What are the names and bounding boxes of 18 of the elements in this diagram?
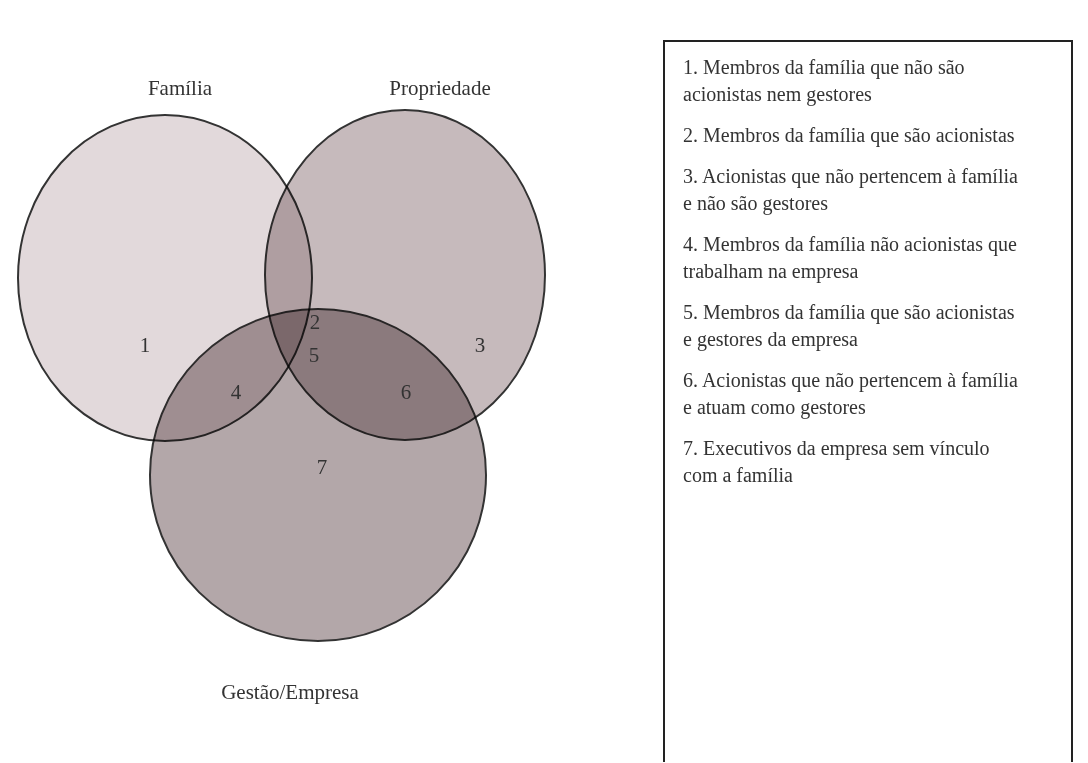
region-number: 5 — [308, 342, 320, 368]
set-title: Família — [147, 75, 213, 101]
key-entry: 4. Membros da família não acionistas que trabalham na empresa — [683, 232, 1018, 285]
region-number: 3 — [474, 332, 486, 358]
key-entry: 7. Executivos da empresa sem vínculo com a família — [683, 436, 991, 488]
key-entry: 6. Acionistas que não pertencem à família e atuam como gestores — [683, 368, 1019, 421]
key-entry: 1. Membros da família que não são acionistas nem gestores — [683, 55, 966, 108]
region-number: 7 — [316, 454, 328, 480]
region-number: 4 — [230, 379, 242, 405]
key-panel — [663, 40, 1073, 762]
set-title: Propriedade — [389, 75, 491, 101]
set-title: Gestão/Empresa — [221, 679, 359, 705]
key-entry: 2. Membros da família que são acionistas — [683, 123, 1016, 149]
key-entry: 3. Acionistas que não pertencem à família e não são gestores — [683, 164, 1019, 217]
region-number: 6 — [400, 379, 412, 405]
region-number: 2 — [309, 309, 321, 335]
key-entry: 5. Membros da família que são acionistas e gestores da empresa — [683, 300, 1016, 353]
region-number: 1 — [139, 332, 151, 358]
